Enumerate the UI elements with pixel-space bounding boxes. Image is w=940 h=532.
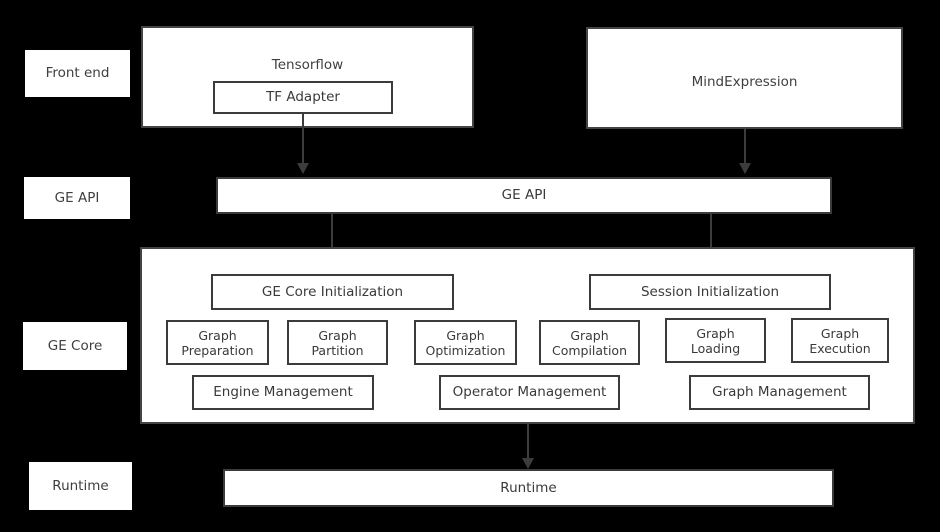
session-initialization-box: Session Initialization [589,274,831,310]
graph-optimization-box: Graph Optimization [414,320,517,365]
connector-ge-api-to-ge-core-init [331,214,333,264]
tensorflow-title: Tensorflow [271,57,344,73]
ge-core-initialization-box: GE Core Initialization [211,274,454,310]
stage-label-ge-core: GE Core [23,322,127,370]
mindexpression-title: MindExpression [691,74,798,90]
arrowhead-mindexpression-to-ge-api [739,163,751,174]
arrowhead-ge-core-to-runtime [522,458,534,469]
connector-ge-api-to-session-init [710,214,712,264]
graph-compilation-box: Graph Compilation [539,320,640,365]
graph-partition-box: Graph Partition [287,320,388,365]
ge-api-bar: GE API [216,177,832,214]
engine-management-box: Engine Management [192,375,374,410]
graph-loading-box: Graph Loading [665,318,766,363]
tf-adapter-box: TF Adapter [213,81,393,114]
stage-label-front-end: Front end [25,50,130,97]
connector-ge-core-to-runtime [527,424,529,459]
graph-execution-box: Graph Execution [791,318,889,363]
stage-label-runtime: Runtime [29,462,132,510]
connector-tf-adapter-to-ge-api [302,114,304,164]
connector-mindexpression-to-ge-api [744,129,746,164]
operator-management-box: Operator Management [439,375,620,410]
graph-management-box: Graph Management [689,375,870,410]
runtime-bar: Runtime [223,469,834,507]
arrowhead-tf-adapter-to-ge-api [297,163,309,174]
stage-label-ge-api: GE API [24,177,130,219]
mindexpression-frame: MindExpression [586,27,903,129]
graph-preparation-box: Graph Preparation [166,320,269,365]
